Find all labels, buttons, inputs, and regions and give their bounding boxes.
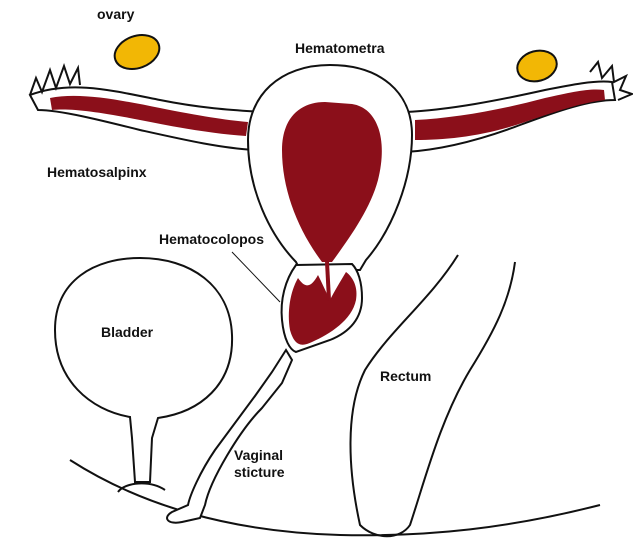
cervical-canal: [327, 262, 329, 300]
right-ovary: [514, 46, 560, 85]
ovary-label: ovary: [97, 6, 134, 23]
rectum-outline: [350, 255, 515, 536]
bladder-label: Bladder: [101, 324, 153, 341]
hematometra-label: Hematometra: [295, 40, 384, 57]
rectum-label: Rectum: [380, 368, 431, 385]
hematocolopos-label: Hematocolopos: [159, 231, 264, 248]
left-ovary: [110, 29, 164, 75]
bladder-outline: [55, 258, 232, 482]
vaginal-stricture-label-line2: sticture: [234, 464, 285, 481]
vaginal-stricture-label-line1: Vaginal: [234, 447, 285, 464]
hematocolopos-leader-line: [232, 252, 280, 302]
vaginal-stricture-label: Vaginal sticture: [234, 447, 285, 481]
hematosalpinx-label: Hematosalpinx: [47, 164, 147, 181]
